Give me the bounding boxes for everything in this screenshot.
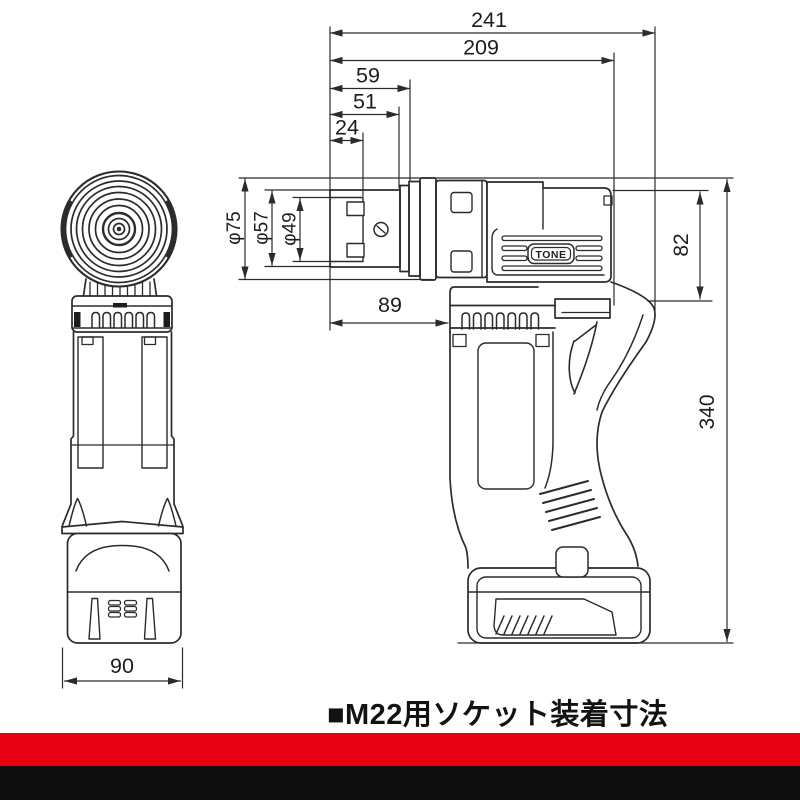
housing-vent-slats xyxy=(501,235,603,272)
front-housing-band xyxy=(71,295,173,333)
head-shading-arcs xyxy=(61,171,177,287)
dim-209-label: 209 xyxy=(463,36,499,60)
dim-89: 89 xyxy=(329,293,449,327)
dim-340-label: 340 xyxy=(696,394,719,429)
footer-black-stripe xyxy=(0,766,800,800)
tone-logo-text: TONE xyxy=(536,249,567,261)
dim-89-label: 89 xyxy=(378,293,402,317)
dim-51-label: 51 xyxy=(353,90,377,114)
dim-340: 340 xyxy=(696,178,731,643)
trigger-block xyxy=(554,298,611,319)
extension-lines xyxy=(61,26,734,689)
dim-82: 82 xyxy=(670,191,704,300)
front-handle xyxy=(61,331,184,535)
side-motor-housing: TONE xyxy=(486,181,613,283)
dim-dia57-label: φ57 xyxy=(252,211,273,244)
side-view: TONE xyxy=(329,177,734,644)
dim-24: 24 xyxy=(329,116,364,145)
dim-241: 241 xyxy=(329,8,656,37)
tone-logo-plate: TONE xyxy=(527,243,575,265)
front-head-circles xyxy=(60,170,178,288)
grip-ribs xyxy=(539,480,601,531)
battery-grip-hatch xyxy=(495,615,553,635)
dim-209: 209 xyxy=(329,36,615,65)
dim-82-label: 82 xyxy=(670,233,693,256)
trigger-blade xyxy=(568,321,598,395)
accent-red-stripe xyxy=(0,733,800,766)
dim-dia49-label: φ49 xyxy=(280,212,301,245)
front-view xyxy=(60,170,184,644)
dim-dia49: φ49 xyxy=(280,197,304,262)
dim-241-label: 241 xyxy=(471,8,507,32)
dim-51: 51 xyxy=(329,90,400,119)
dimension-annotations: 241 209 59 51 24 89 90 xyxy=(61,8,734,689)
technical-drawing: TONE xyxy=(60,8,734,689)
dim-dia57: φ57 xyxy=(252,190,276,267)
front-battery xyxy=(66,532,182,644)
caption-title: ■M22用ソケット装着寸法 xyxy=(327,699,669,731)
side-socket-assembly xyxy=(329,177,488,281)
dim-24-label: 24 xyxy=(335,116,359,140)
dim-dia75-label: φ75 xyxy=(224,211,245,244)
dim-dia75: φ75 xyxy=(224,178,249,280)
dim-59-label: 59 xyxy=(356,64,380,88)
dim-59: 59 xyxy=(329,64,411,93)
battery-contact-grid xyxy=(107,599,138,618)
battery-release-button xyxy=(555,546,589,578)
dim-90: 90 xyxy=(63,654,182,685)
dim-90-label: 90 xyxy=(110,654,134,678)
side-handle xyxy=(449,281,656,569)
side-grip-block xyxy=(449,286,611,395)
side-battery xyxy=(467,546,651,644)
